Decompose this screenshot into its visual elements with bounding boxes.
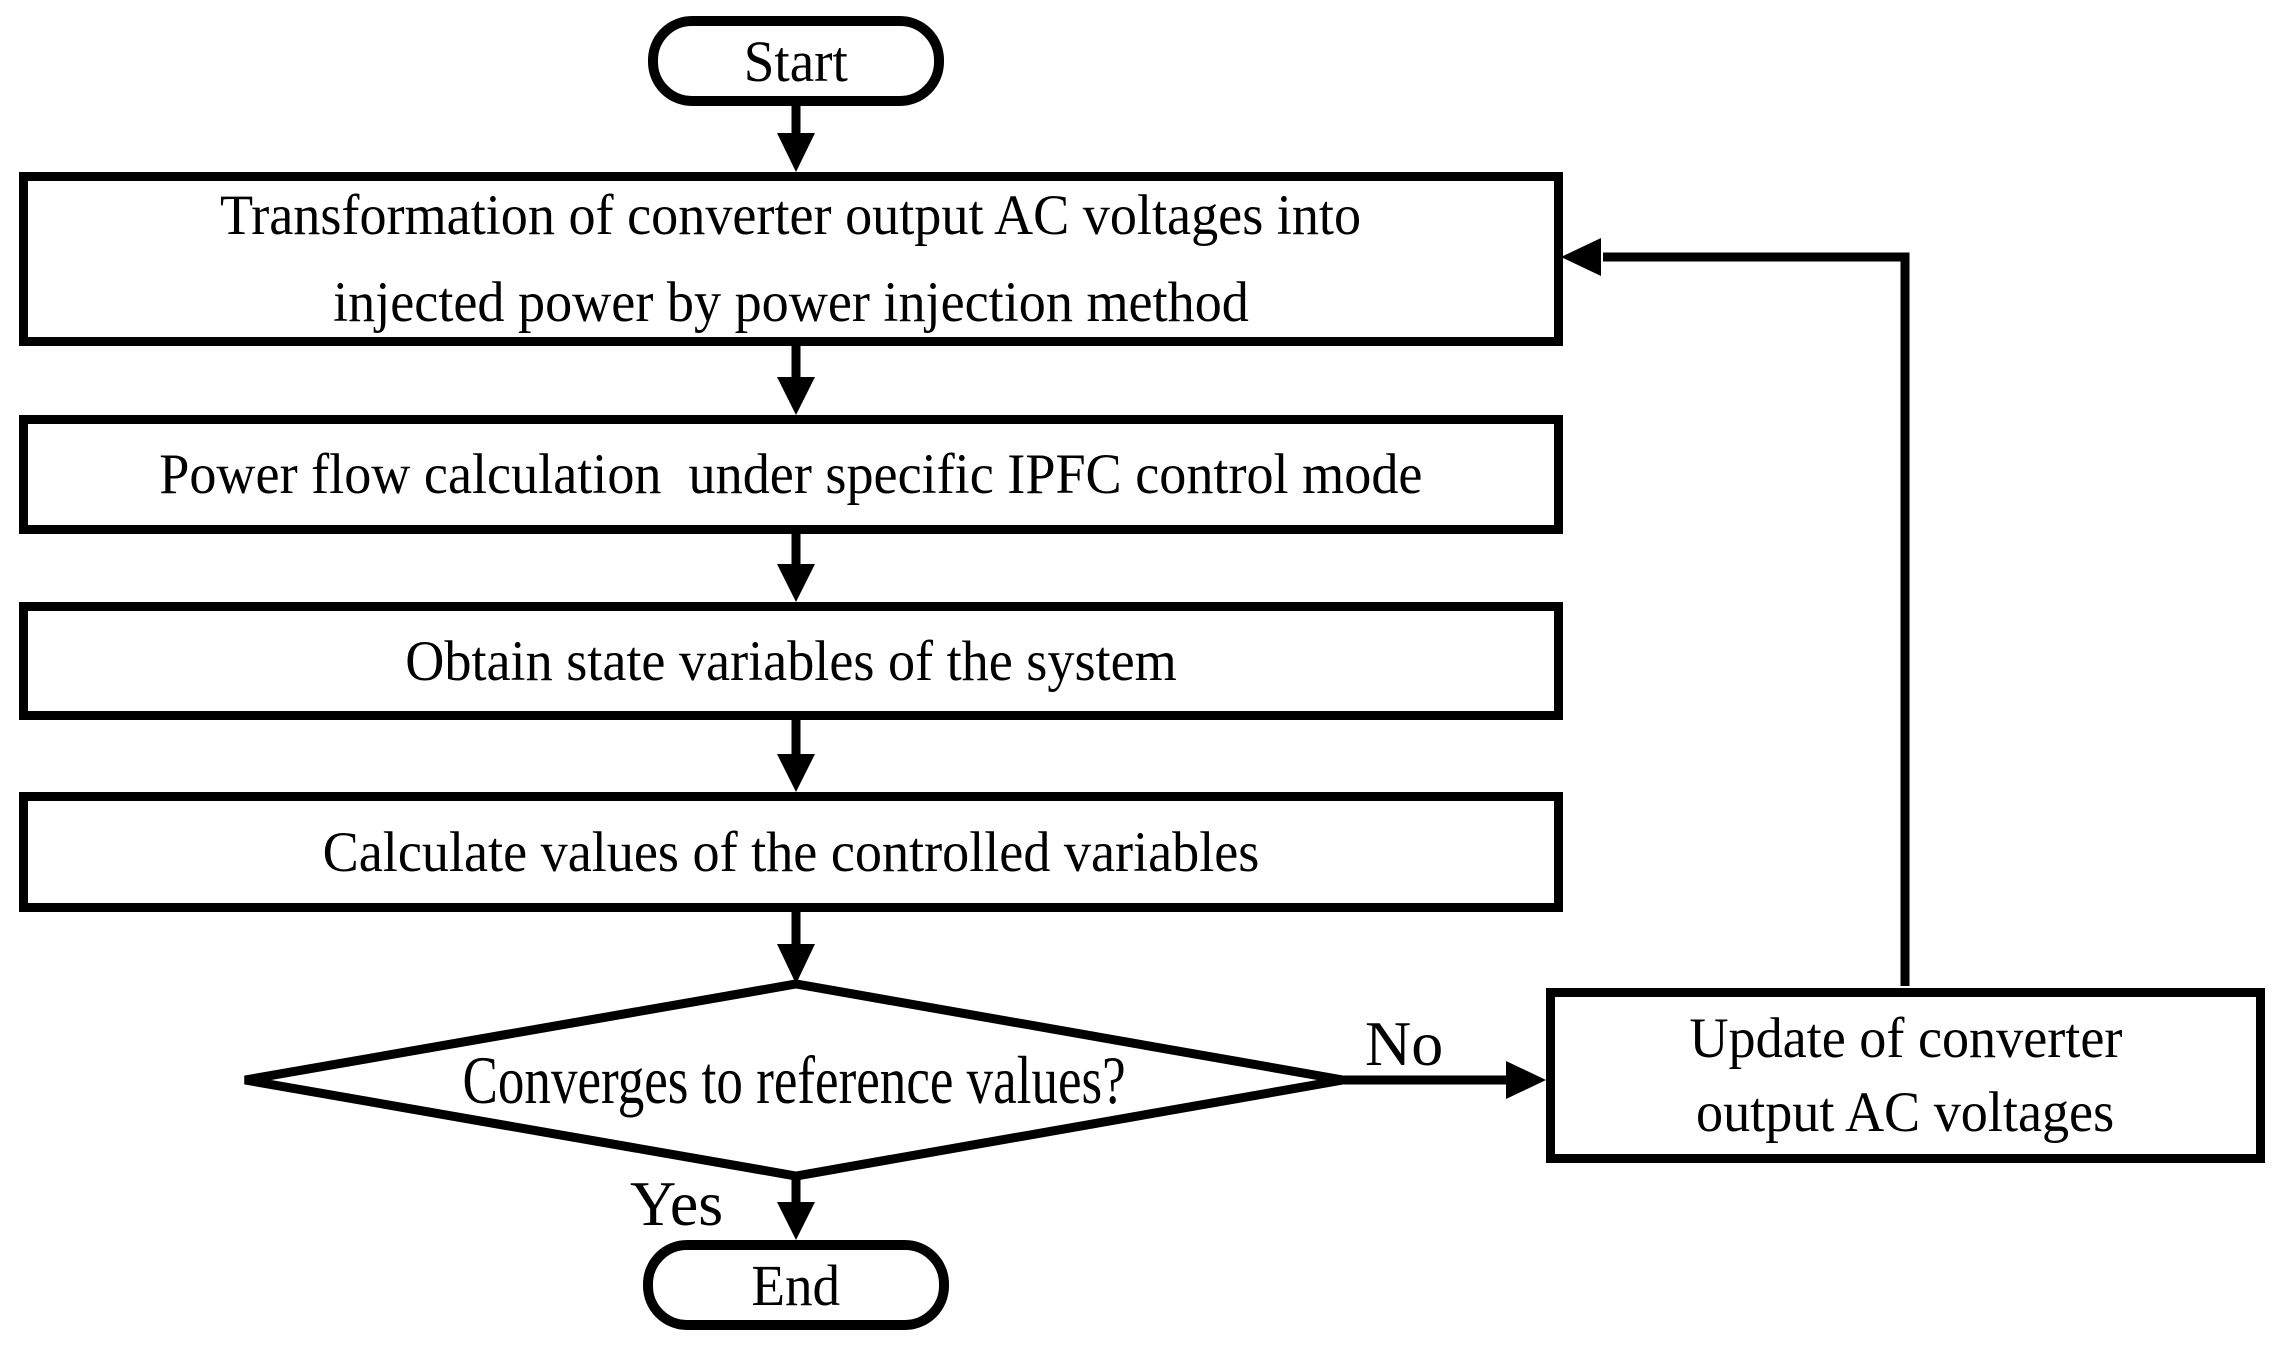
start-label: Start <box>743 28 849 94</box>
end-node: End <box>643 1240 949 1330</box>
edge-label-yes: Yes <box>630 1168 724 1239</box>
decision-converges: Converges to reference values? <box>245 984 1343 1176</box>
edge-power-flow-to-state-vars <box>777 532 815 602</box>
start-node: Start <box>648 16 944 106</box>
edge-start-to-transform <box>777 104 815 172</box>
process-update-line-1: Update of converter <box>1689 1006 2122 1070</box>
process-transform-voltages: Transformation of converter output AC vo… <box>19 172 1563 346</box>
edge-transform-to-power-flow <box>777 344 815 415</box>
process-power-flow-label: Power flow calculation under specific IP… <box>159 443 1423 506</box>
process-obtain-state-variables: Obtain state variables of the system <box>19 602 1563 720</box>
edge-label-no: No <box>1365 1008 1444 1079</box>
edge-calc-to-decision <box>777 910 815 984</box>
process-transform-line-1: Transformation of converter output AC vo… <box>220 184 1362 247</box>
process-update-voltages: Update of converter output AC voltages <box>1546 988 2265 1163</box>
process-power-flow-calculation: Power flow calculation under specific IP… <box>19 415 1563 534</box>
process-update-line-2: output AC voltages <box>1696 1080 2115 1144</box>
decision-diamond-shape <box>244 979 1344 1181</box>
decision-label: Converges to reference values? <box>462 1041 1126 1118</box>
process-state-vars-label: Obtain state variables of the system <box>405 629 1177 693</box>
edge-decision-yes-to-end <box>777 1174 815 1240</box>
process-calc-label: Calculate values of the controlled varia… <box>322 820 1260 884</box>
end-label: End <box>751 1252 841 1318</box>
process-calculate-controlled-variables: Calculate values of the controlled varia… <box>19 792 1563 912</box>
edge-state-vars-to-calc <box>777 718 815 792</box>
process-transform-line-2: injected power by power injection method <box>333 271 1249 334</box>
edge-update-to-transform-loop <box>1561 238 1910 986</box>
edge-decision-no-to-update <box>1341 1061 1546 1099</box>
